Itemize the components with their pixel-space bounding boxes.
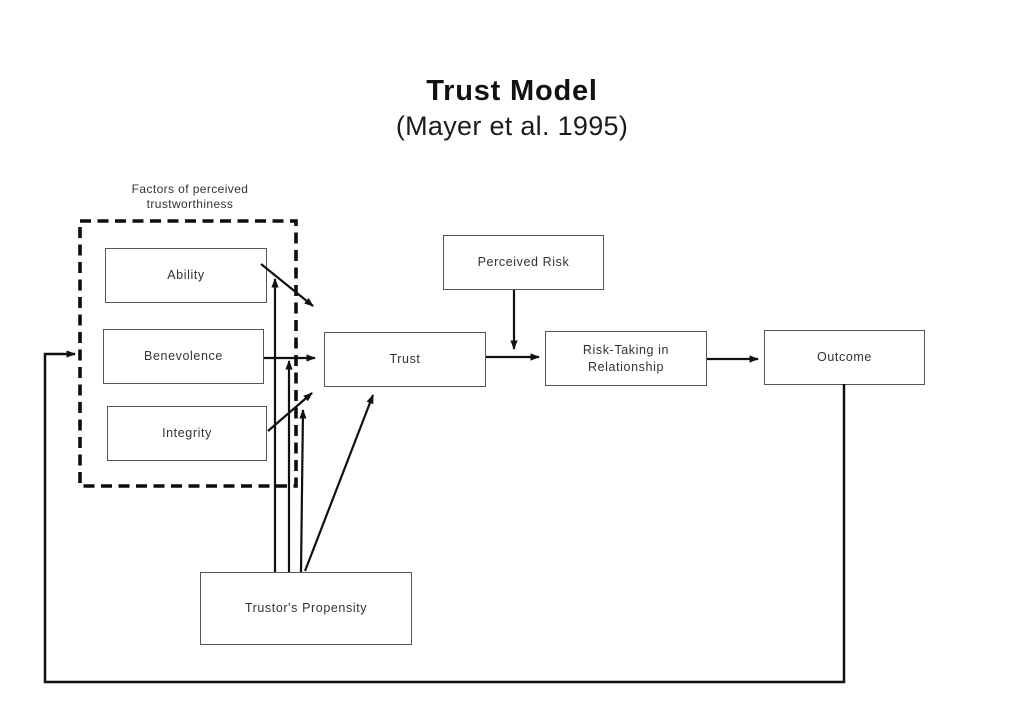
node-trustors-propensity-label: Trustor's Propensity (244, 601, 368, 615)
diagram-subtitle: (Mayer et al. 1995) (395, 111, 629, 141)
diagram-title: Trust Model (426, 75, 598, 107)
node-risk-taking-in-relationship: Risk-Taking in Relationship (545, 331, 707, 386)
node-perceived-risk-label: Perceived Risk (477, 255, 570, 269)
node-trust: Trust (324, 332, 486, 387)
arrow-outcome-feedback-loop (43, 350, 846, 684)
node-trust-label: Trust (389, 352, 421, 366)
arrow-propensity-to-trust (303, 394, 375, 572)
node-trustors-propensity: Trustor's Propensity (200, 572, 412, 645)
node-integrity: Integrity (107, 406, 267, 461)
node-benevolence-label: Benevolence (144, 349, 223, 363)
node-benevolence: Benevolence (103, 329, 264, 384)
node-outcome: Outcome (764, 330, 925, 385)
node-integrity-label: Integrity (162, 426, 212, 440)
arrow-integrity-to-trust (267, 392, 313, 432)
node-outcome-label: Outcome (817, 350, 872, 364)
factors-group-label: Factors of perceived trustworthiness (131, 182, 249, 211)
node-ability-label: Ability (167, 268, 205, 282)
node-ability: Ability (105, 248, 267, 303)
node-perceived-risk: Perceived Risk (443, 235, 604, 290)
arrow-propensity-to-integrity (299, 409, 307, 573)
arrow-ability-to-trust (260, 263, 314, 307)
node-risk-taking-label: Risk-Taking in Relationship (582, 342, 670, 374)
